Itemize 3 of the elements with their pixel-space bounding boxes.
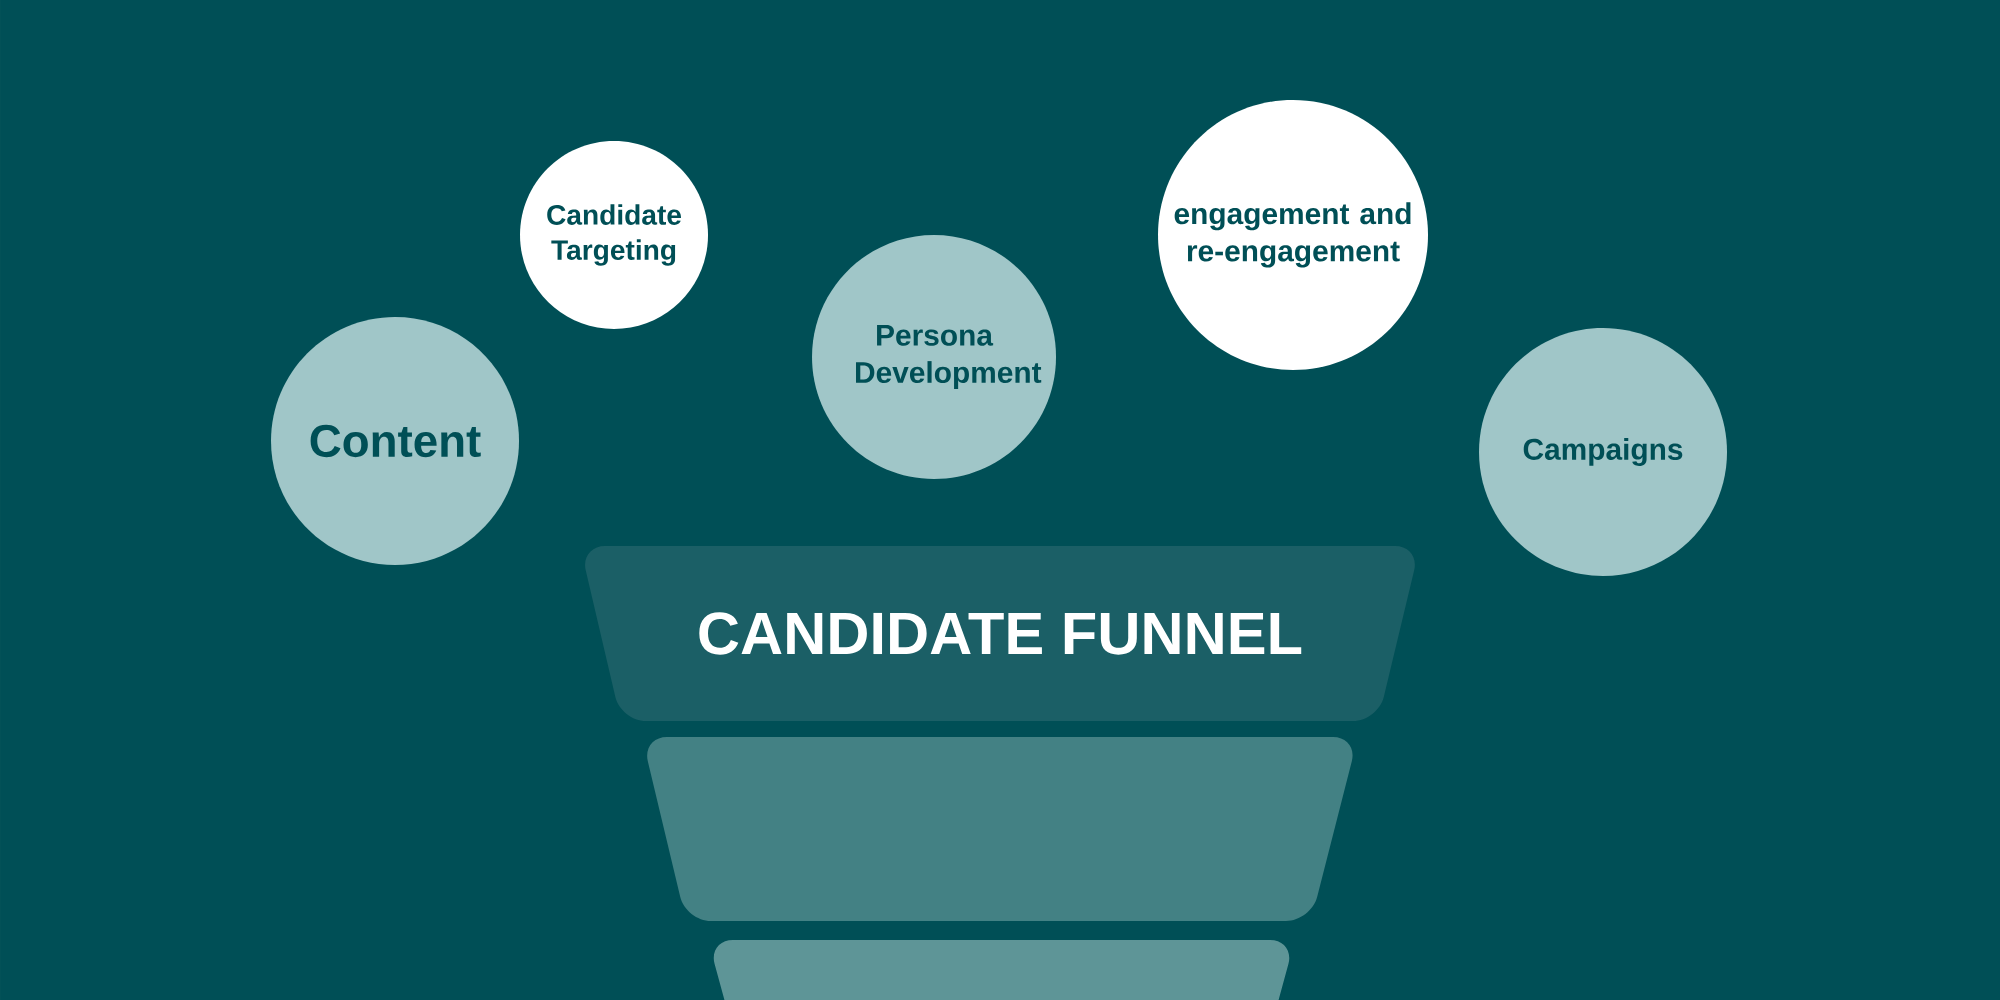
funnel-band: CANDIDATE FUNNEL <box>585 546 1415 721</box>
funnel-band <box>647 737 1353 921</box>
funnel-band <box>713 940 1290 1000</box>
